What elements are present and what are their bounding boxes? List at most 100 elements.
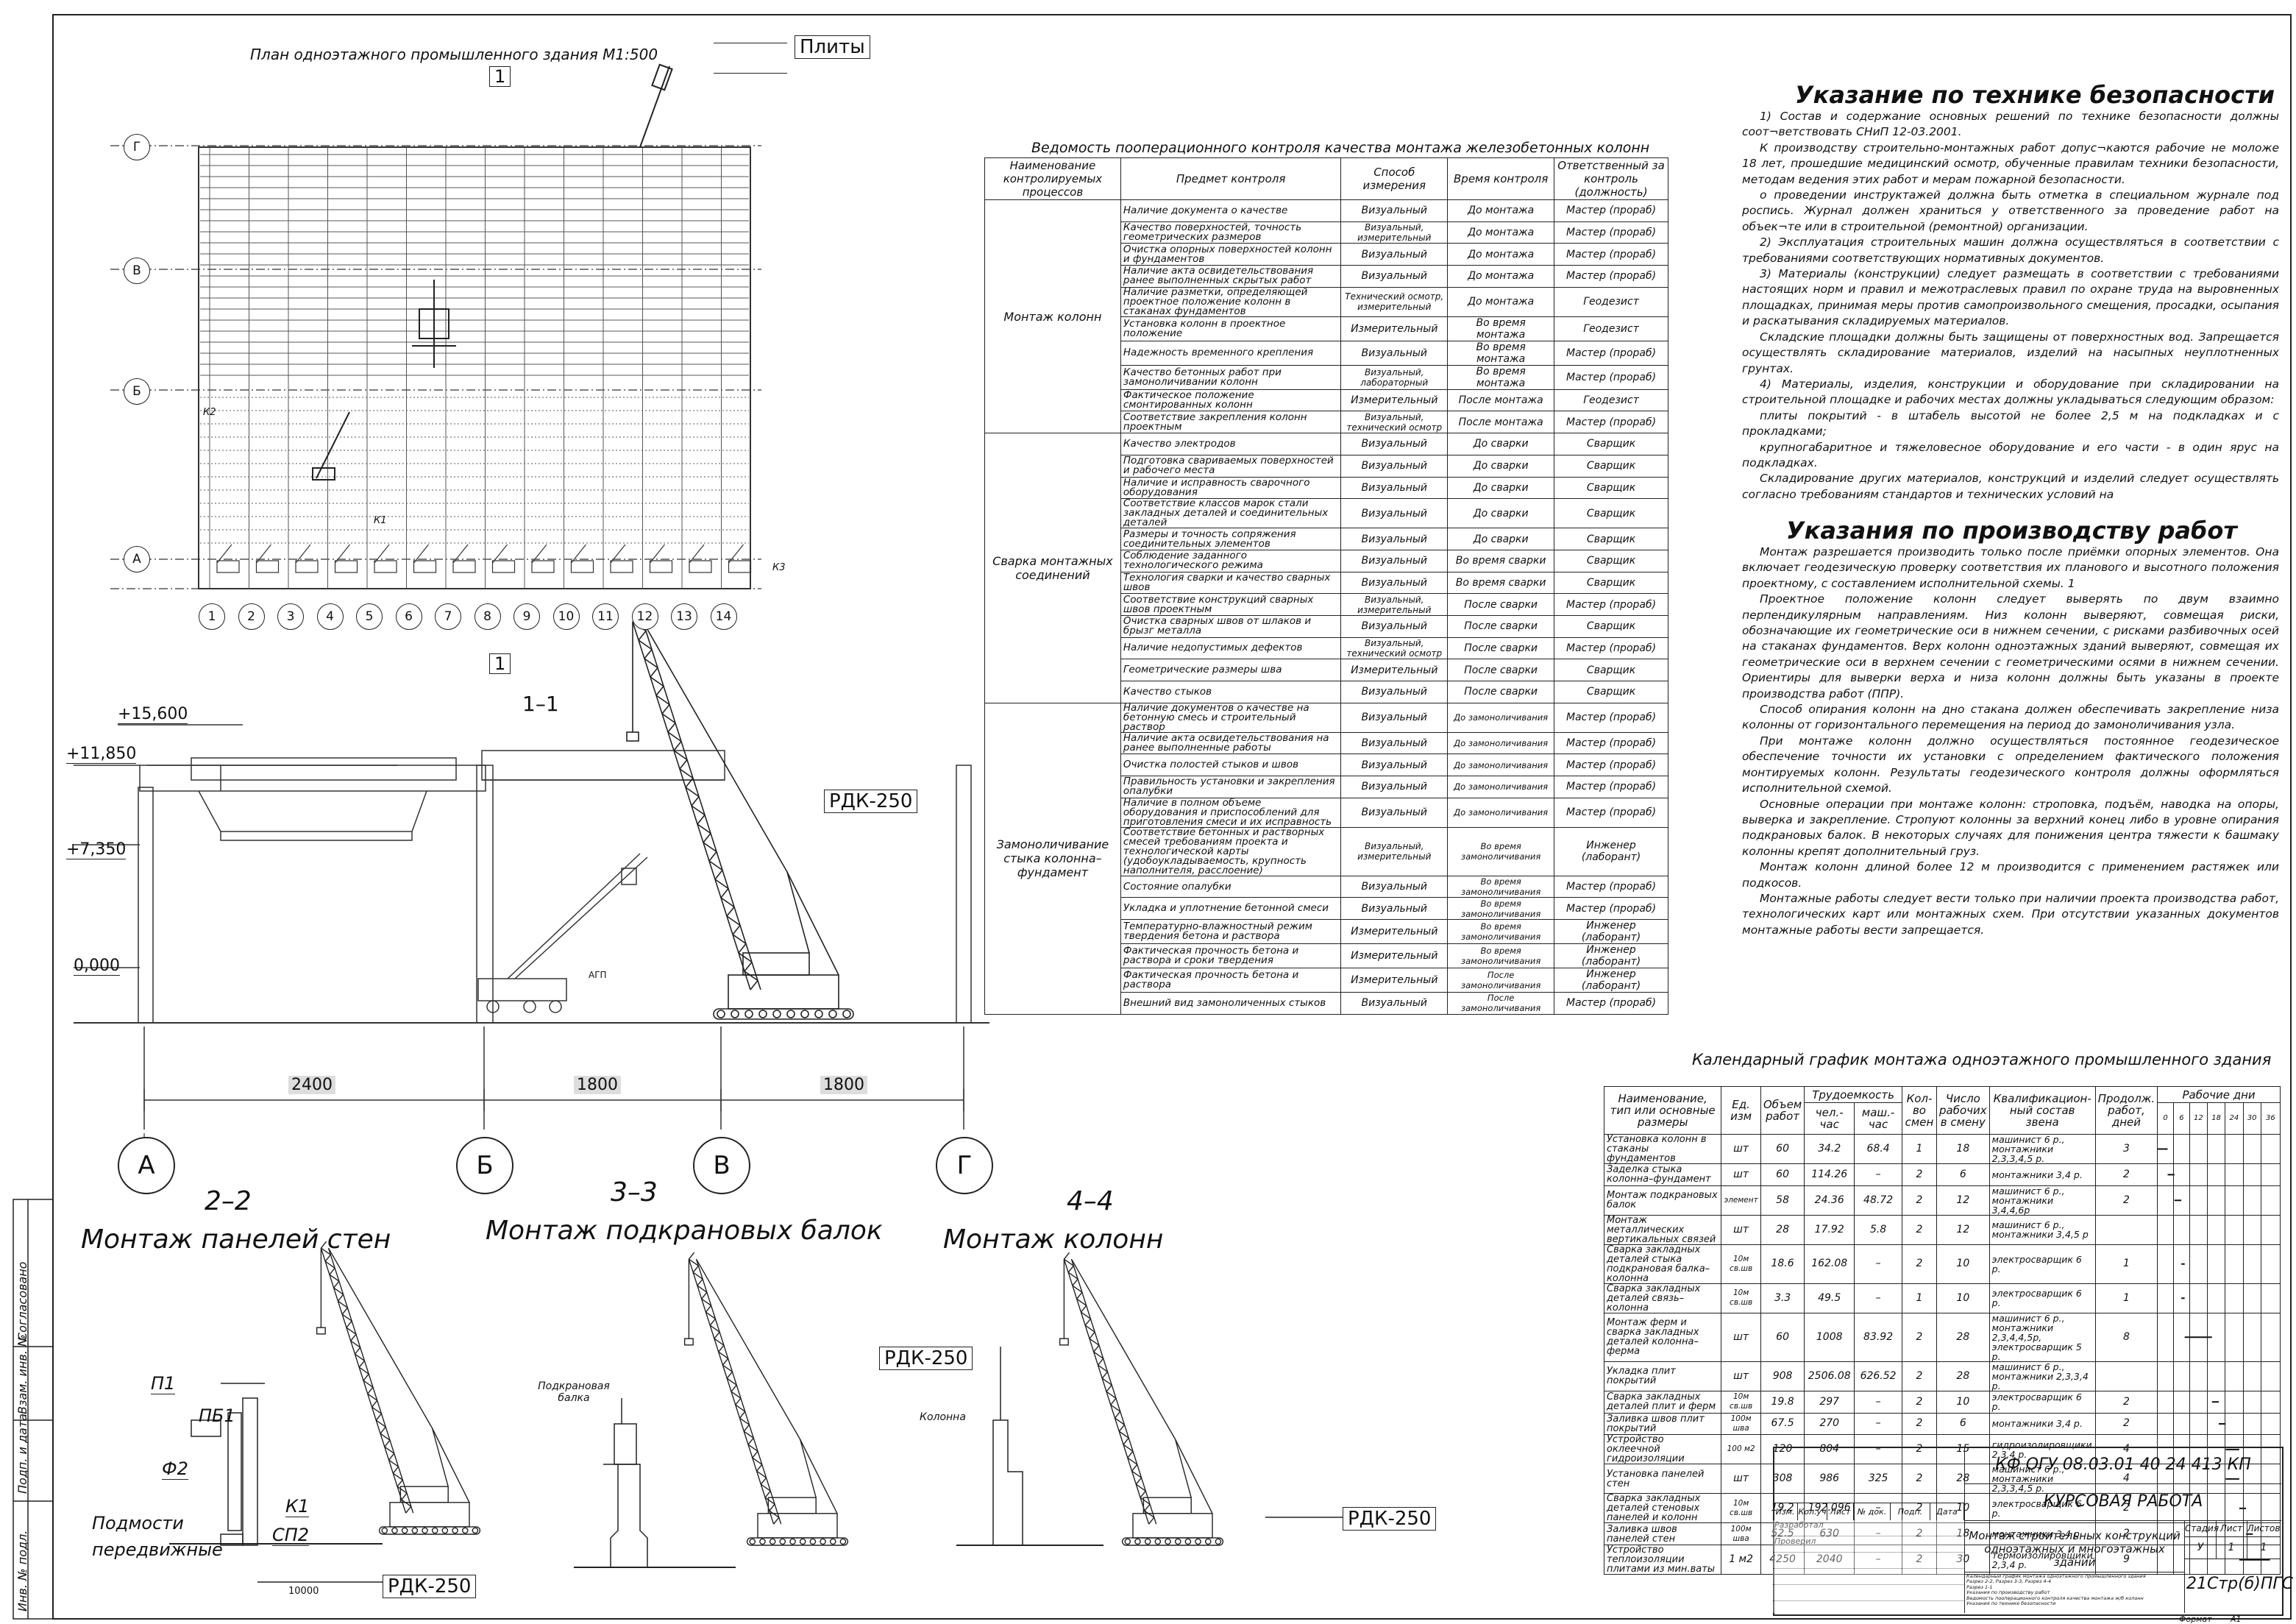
sc-mach: –: [1854, 1545, 1902, 1575]
sc-day-cell: [2189, 1361, 2208, 1391]
sc-shifts: 2: [1901, 1214, 1938, 1245]
qc-cell: До монтажа: [1447, 221, 1555, 244]
qc-cell: Визуальный: [1340, 754, 1449, 777]
qc-cell: Визуальный, измерительный: [1340, 826, 1449, 876]
sc-days: 4: [2094, 1434, 2158, 1465]
sc-day-cell: [2242, 1412, 2261, 1436]
qc-cell: Фактическое положение смонтированных кол…: [1120, 389, 1342, 412]
sheets-header: Листов: [2247, 1520, 2281, 1537]
qc-cell: Измерительный: [1340, 659, 1449, 681]
developed-label: Разработал: [1774, 1520, 1824, 1530]
qc-cell: После замоноличивания: [1447, 992, 1555, 1015]
sc-workers: 6: [1936, 1412, 1990, 1436]
sc-workers: 12: [1936, 1214, 1990, 1245]
title-block: [1773, 1447, 2283, 1616]
qc-cell: До монтажа: [1447, 243, 1555, 266]
sc-workers: 18: [1936, 1522, 1990, 1546]
sheet-frame: [52, 14, 2292, 1620]
sc-man: 297: [1804, 1390, 1855, 1414]
sc-day-cell: [2172, 1361, 2190, 1391]
section-axis-A: А: [118, 1137, 175, 1194]
qc-cell: Внешний вид замоноличенных стыков: [1120, 992, 1342, 1015]
sc-day-cell: [2242, 1214, 2261, 1245]
sheets-value: 1: [2247, 1536, 2281, 1559]
qc-cell: Мастер (прораб): [1554, 702, 1668, 733]
plan-axis-num: 8: [474, 603, 501, 630]
sc-shifts: 2: [1901, 1244, 1938, 1284]
span-3: 1800: [820, 1076, 867, 1094]
qc-cell: Наличие и исправность сварочного оборудо…: [1120, 476, 1342, 500]
qc-cell: Наличие недопустимых дефектов: [1120, 637, 1342, 660]
qc-cell: Мастер (прораб): [1554, 897, 1668, 921]
sc-vol: 3.3: [1760, 1283, 1805, 1313]
qc-cell: Во время монтажа: [1447, 316, 1555, 341]
qc-cell: Соблюдение заданного технологического ре…: [1120, 549, 1342, 572]
qc-cell: Соответствие бетонных и растворных смесе…: [1120, 826, 1342, 876]
sc-day-cell: [2172, 1214, 2190, 1245]
qc-cell: Подготовка свариваемых поверхностей и ра…: [1120, 454, 1342, 478]
sc-day-cell: [2242, 1244, 2261, 1284]
sc-days: 4: [2094, 1464, 2158, 1494]
sc-day-cell: [2189, 1214, 2208, 1245]
sc-man: 49.5: [1804, 1283, 1855, 1313]
format-label: Формат: [2179, 1614, 2212, 1624]
section-3-3-title: Монтаж подкрановых балок: [486, 1216, 883, 1246]
sc-workers: 10: [1936, 1244, 1990, 1284]
sc-vol: 58: [1760, 1185, 1805, 1216]
section-3-3-structure: [574, 1398, 736, 1568]
sc-day-cell: [2207, 1134, 2226, 1164]
qc-process: Монтаж колонн: [984, 199, 1121, 434]
safety-paragraph: К производству строительно-монтажных раб…: [1742, 141, 2279, 186]
sc-mach: –: [1854, 1412, 1902, 1436]
qc-cell: Визуальный: [1340, 875, 1449, 898]
sc-crew: монтажники 3,4 р.: [1988, 1163, 2096, 1186]
stamp-replace-inv: Взам. инв. №: [15, 1334, 29, 1414]
plan-axis-num: 13: [671, 603, 697, 630]
sc-mach: 325: [1854, 1464, 1902, 1494]
plan-axis-num: 14: [710, 603, 737, 630]
sc-days: 1: [2094, 1244, 2158, 1284]
qc-cell: Надежность временного крепления: [1120, 340, 1342, 366]
qc-cell: Измерительный: [1340, 968, 1449, 993]
production-title: Указания по производству работ: [1786, 517, 2237, 545]
plan-axis-num: 6: [395, 603, 422, 630]
sc-day-cell: [2157, 1185, 2174, 1216]
sc-mach: –: [1854, 1493, 1902, 1524]
qc-cell: Наличие в полном объеме оборудования и п…: [1120, 797, 1342, 828]
sc-day-cell: [2260, 1464, 2281, 1494]
quality-table-title: Ведомость пооперационного контроля качес…: [1031, 140, 1650, 156]
sc-vol: 18.6: [1760, 1244, 1805, 1284]
qc-cell: Соответствие классов марок стали закладн…: [1120, 498, 1342, 529]
sc-name: Установка панелей стен: [1603, 1464, 1722, 1494]
sign-rows: [1773, 1520, 1964, 1613]
sc-crew: термоизолировщики 2,3,4 р.: [1988, 1545, 2096, 1575]
quality-control-table: Наименование контролируемых процессов Пр…: [984, 157, 1668, 1015]
qc-cell: Измерительный: [1340, 943, 1449, 969]
schedule-title: Календарный график монтажа одноэтажного …: [1692, 1051, 2272, 1068]
qc-cell: После монтажа: [1447, 411, 1555, 434]
sheet-header: Лист: [2216, 1520, 2247, 1537]
sc-day-cell: [2225, 1361, 2244, 1391]
qc-cell: Сварщик: [1554, 498, 1668, 529]
sc-day-cell: [2157, 1283, 2174, 1313]
sc-name: Сварка закладных деталей связь–колонна: [1603, 1283, 1722, 1313]
qc-cell: До замоноличивания: [1447, 776, 1555, 798]
sc-day-cell: [2172, 1390, 2190, 1414]
sc-day-cell: [2242, 1545, 2261, 1575]
sc-name: Монтаж подкрановых балок: [1603, 1185, 1722, 1216]
qc-cell: Укладка и уплотнение бетонной смеси: [1120, 897, 1342, 921]
qc-process: Сварка монтажных соединений: [984, 433, 1121, 703]
plan-axis-num: 9: [513, 603, 540, 630]
qc-cell: Мастер (прораб): [1554, 221, 1668, 244]
sc-name: Укладка плит покрытий: [1603, 1361, 1722, 1391]
sc-day-cell: [2242, 1185, 2261, 1216]
span-2: 1800: [574, 1076, 621, 1094]
qc-cell: Во время замоноличивания: [1447, 943, 1555, 969]
qc-cell: Технология сварки и качество сварных шво…: [1120, 571, 1342, 595]
qc-cell: Визуальный: [1340, 498, 1449, 529]
sc-unit: 100 м2: [1721, 1434, 1761, 1465]
title-col: Кол.уч: [1798, 1503, 1827, 1520]
qc-cell: Сварщик: [1554, 614, 1668, 638]
sc-man: 2506.08: [1804, 1361, 1855, 1391]
sc-day-cell: [2260, 1390, 2281, 1414]
